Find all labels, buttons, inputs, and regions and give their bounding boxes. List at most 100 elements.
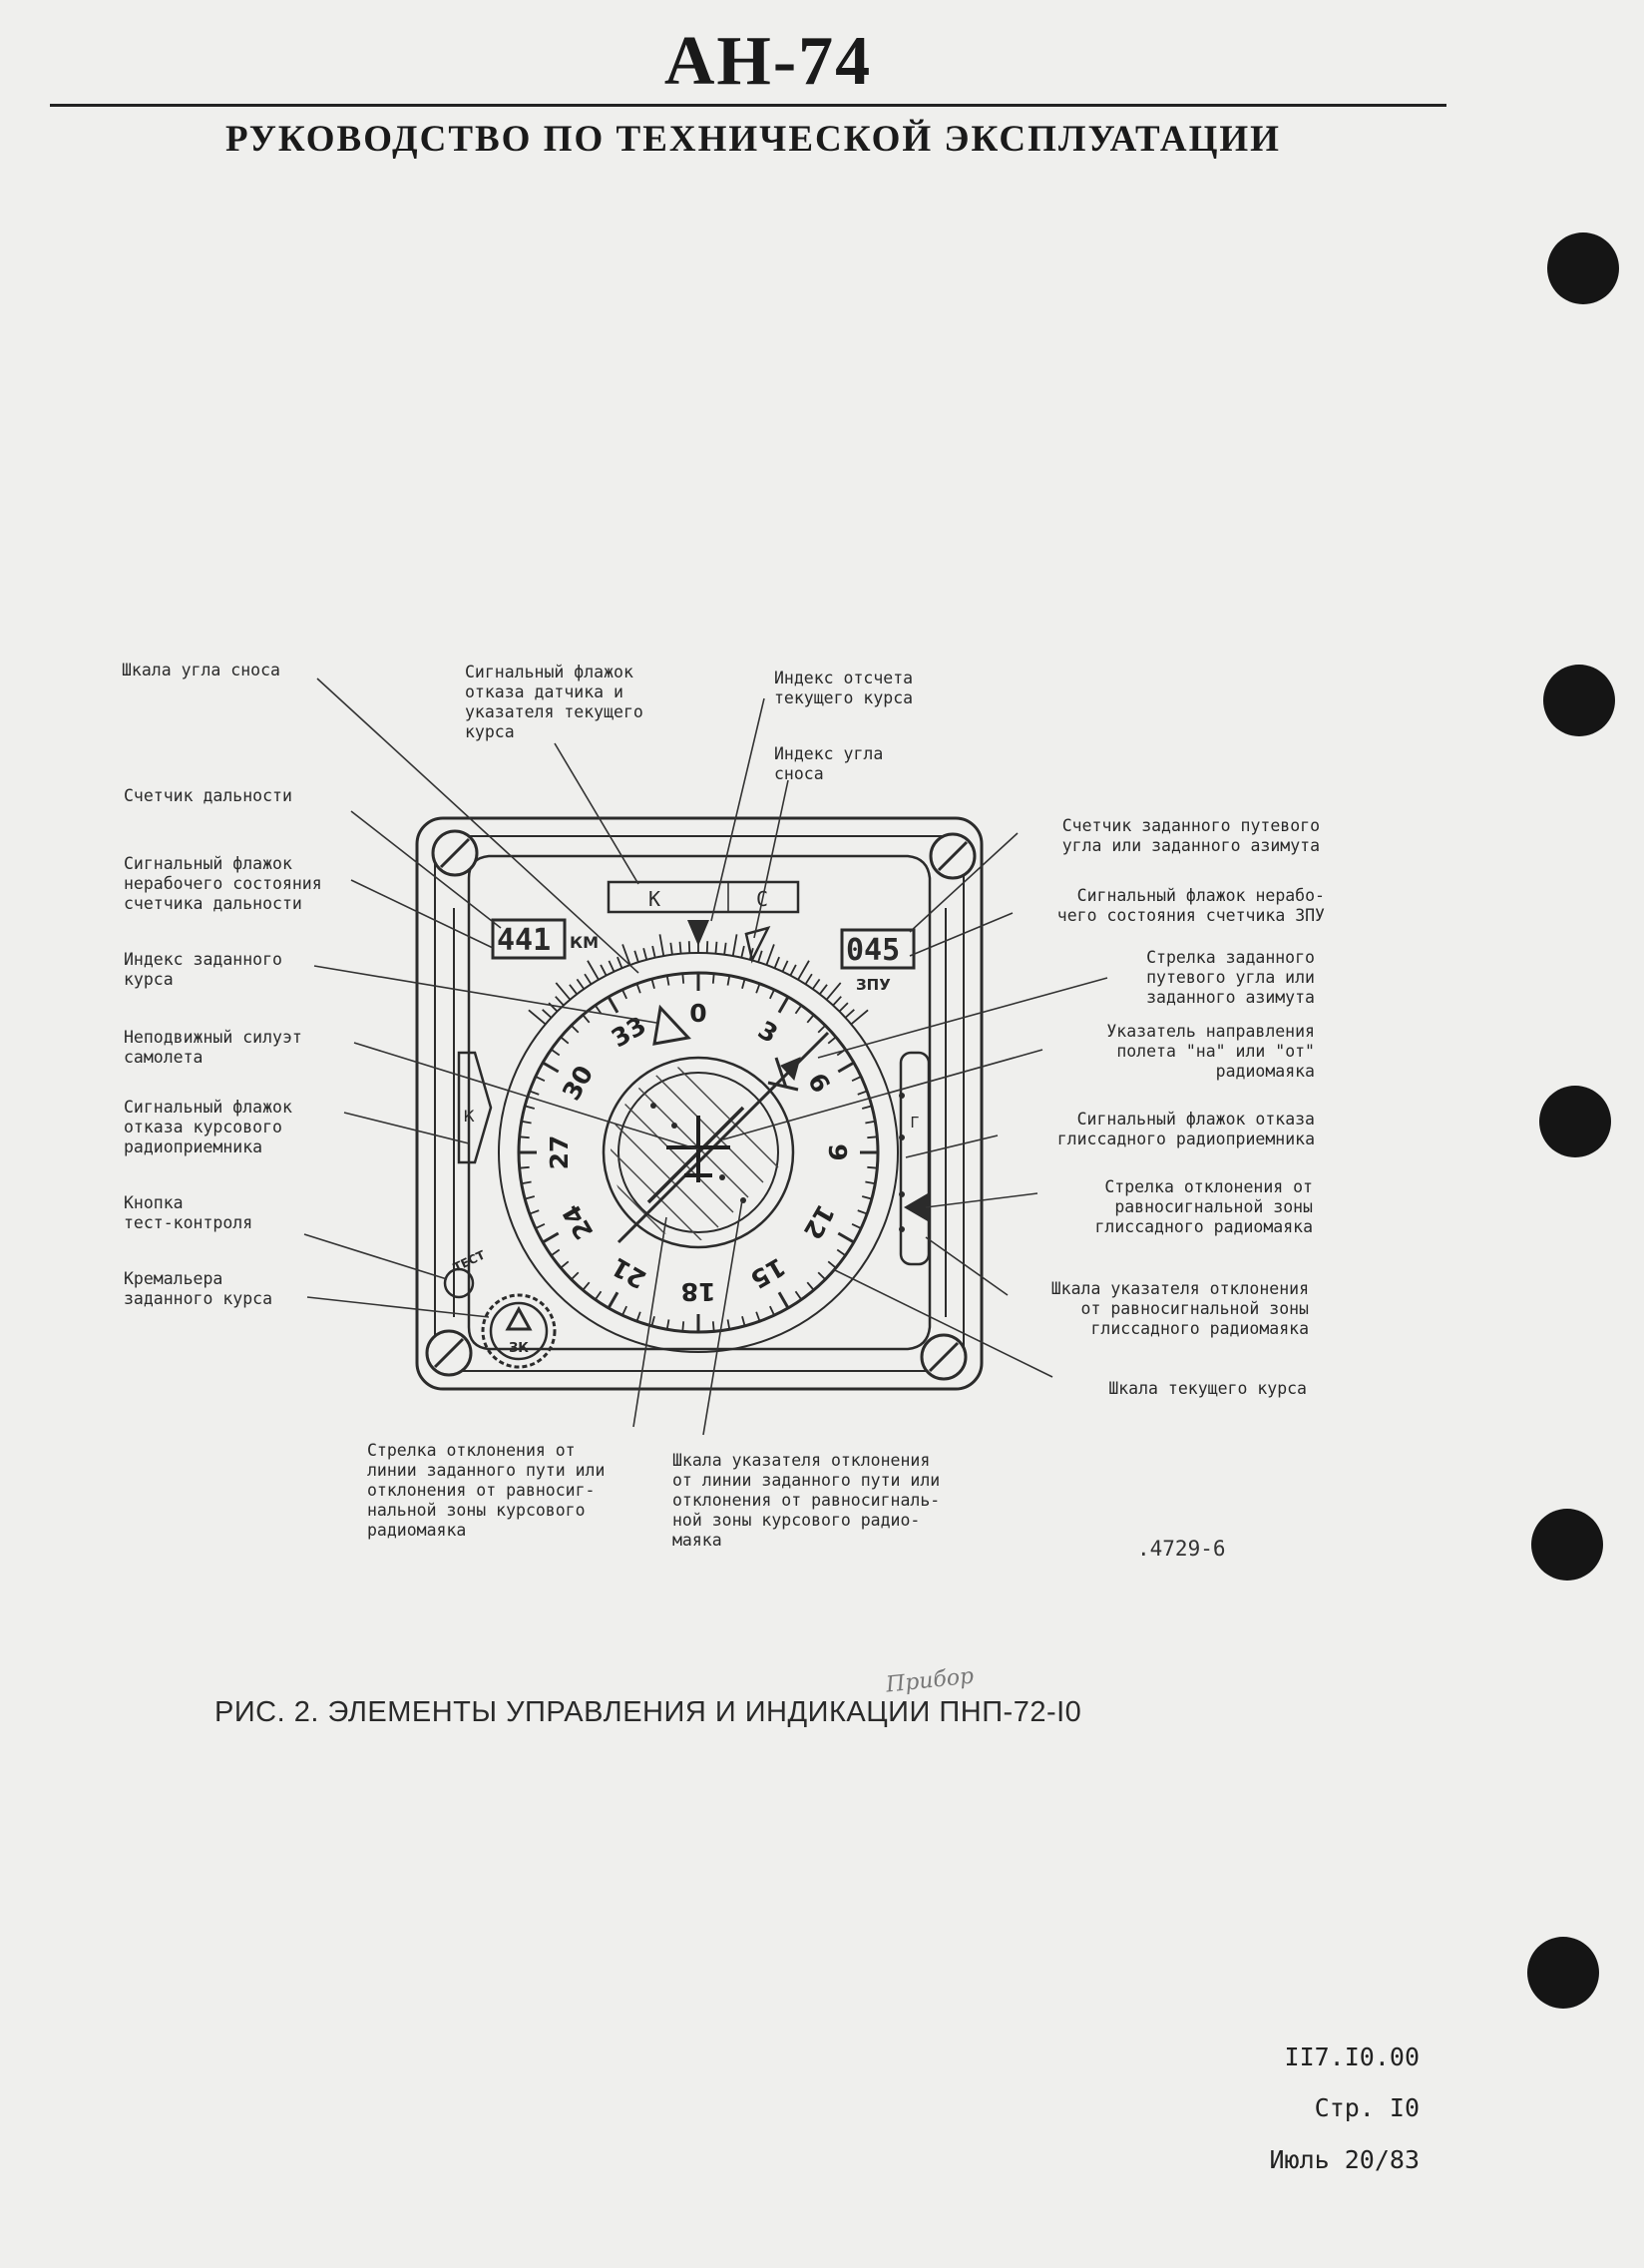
- header-rule: [50, 104, 1446, 107]
- distance-counter-value: 441: [497, 923, 551, 958]
- dial-tick: [519, 1165, 530, 1169]
- dial-tick: [519, 1135, 530, 1139]
- drift-tick: [678, 941, 682, 954]
- dial-tick: [857, 1090, 868, 1096]
- footer-date: Июль 20/83: [1269, 2145, 1420, 2174]
- right-flag-text: Г: [910, 1114, 919, 1132]
- zpu-counter-value: 045: [846, 933, 900, 968]
- current-heading-index: [687, 920, 709, 946]
- zpu-unit: ЗПУ: [856, 976, 891, 994]
- deviation-scale-dots: [650, 1103, 746, 1203]
- drift-tick: [669, 942, 673, 955]
- set-course-index: [652, 1004, 691, 1046]
- bezel-window: [467, 854, 932, 1351]
- drift-tick: [658, 934, 665, 957]
- punch-hole: [1543, 665, 1615, 736]
- heading-label: 24: [557, 1199, 600, 1244]
- heading-label: 0: [689, 999, 706, 1028]
- dial-tick: [560, 1260, 570, 1269]
- dial-tick: [521, 1180, 532, 1185]
- dial-tick: [524, 1105, 536, 1110]
- heading-label: 12: [798, 1199, 841, 1244]
- dial-tick: [650, 1315, 655, 1327]
- document-title: АН-74: [663, 23, 873, 100]
- label-test-button: Кнопка тест-контроля: [124, 1193, 253, 1232]
- dial-tick: [851, 1223, 862, 1229]
- dial-tick: [861, 1195, 873, 1200]
- zpu-counter-window: [840, 928, 916, 970]
- drift-tick: [687, 941, 691, 954]
- screw-top-right: [929, 832, 977, 880]
- instrument-body: [415, 816, 984, 1391]
- dial-tick: [806, 1014, 815, 1024]
- dial-tick: [535, 1076, 546, 1082]
- dial-tick: [726, 1319, 731, 1330]
- drift-index: [744, 926, 771, 964]
- glide-scale-dots: [899, 1093, 905, 1232]
- dial-tick: [867, 1135, 878, 1139]
- label-current-heading-scale: Шкала текущего курса: [1108, 1379, 1307, 1398]
- dial-tick: [817, 1271, 826, 1280]
- drift-tick: [705, 941, 709, 954]
- figure-number: .4729-6: [1137, 1537, 1226, 1561]
- dial-tick: [681, 1321, 685, 1332]
- heading-label: 18: [681, 1277, 716, 1306]
- course-knob[interactable]: ЗК: [481, 1293, 557, 1369]
- label-flag-zpu: Сигнальный флажок нерабо- чего состояния…: [1056, 886, 1325, 925]
- left-flag-text: К: [463, 1107, 475, 1126]
- heading-label: 27: [545, 1135, 574, 1170]
- drift-tick: [838, 1002, 849, 1013]
- dial-tick: [836, 1248, 846, 1256]
- dial-tick: [621, 989, 627, 1000]
- dial-tick: [777, 996, 790, 1014]
- drift-tick: [850, 1009, 869, 1026]
- drift-tick: [819, 984, 828, 995]
- dial-tick: [806, 1281, 815, 1291]
- dial-tick: [521, 1120, 532, 1125]
- punch-hole: [1531, 1509, 1603, 1581]
- instrument-inner-frame: [434, 835, 965, 1372]
- dial-tick: [607, 996, 619, 1014]
- drift-tick: [542, 1009, 553, 1019]
- drift-tick: [811, 978, 821, 990]
- label-set-course-index: Индекс заданного курса: [124, 950, 282, 989]
- label-aircraft-silhouette: Неподвижный силуэт самолета: [124, 1028, 302, 1067]
- dial-tick: [837, 1231, 855, 1244]
- dial-tick: [650, 978, 655, 990]
- dial-tick: [711, 973, 715, 984]
- dial-tick: [681, 973, 685, 984]
- drift-tick: [633, 950, 639, 963]
- heading-label: 30: [557, 1061, 600, 1106]
- dial-tick: [777, 1291, 790, 1309]
- dial-tick: [542, 1061, 560, 1074]
- screw-bottom-right: [920, 1333, 968, 1381]
- drift-tick: [600, 964, 608, 977]
- label-to-from-indicator: Указатель направления полета "на" или "о…: [1106, 1022, 1315, 1081]
- dial-tick: [529, 1209, 540, 1215]
- label-flag-distance: Сигнальный флажок нерабочего состояния с…: [124, 854, 322, 913]
- dial-tick: [755, 983, 761, 994]
- label-drift-scale: Шкала угла сноса: [122, 661, 280, 680]
- label-flag-course-receiver: Сигнальный флажок отказа курсового радио…: [124, 1098, 292, 1156]
- glide-arrow: [904, 1193, 928, 1221]
- drift-tick: [789, 964, 797, 977]
- dial-tick: [769, 989, 775, 1000]
- dial-tick: [817, 1025, 826, 1034]
- heading-label: 33: [607, 1011, 651, 1054]
- drift-tick: [765, 944, 775, 966]
- drift-tick: [781, 960, 789, 973]
- drift-tick: [731, 934, 738, 957]
- dial-tick: [741, 1315, 746, 1327]
- drift-tick: [757, 950, 763, 963]
- test-button[interactable]: [443, 1267, 475, 1299]
- footer-page-number: Стр. I0: [1314, 2093, 1420, 2122]
- drift-tick: [844, 1009, 855, 1019]
- dial-tick: [827, 1036, 837, 1045]
- dial-tick: [865, 1180, 876, 1185]
- dial-tick: [582, 1014, 591, 1024]
- dial-tick: [635, 983, 641, 994]
- footer-doc-code: II7.I0.00: [1284, 2042, 1420, 2071]
- label-set-track-arrow: Стрелка заданного путевого угла или зада…: [1146, 948, 1315, 1007]
- dial-tick: [711, 1321, 715, 1332]
